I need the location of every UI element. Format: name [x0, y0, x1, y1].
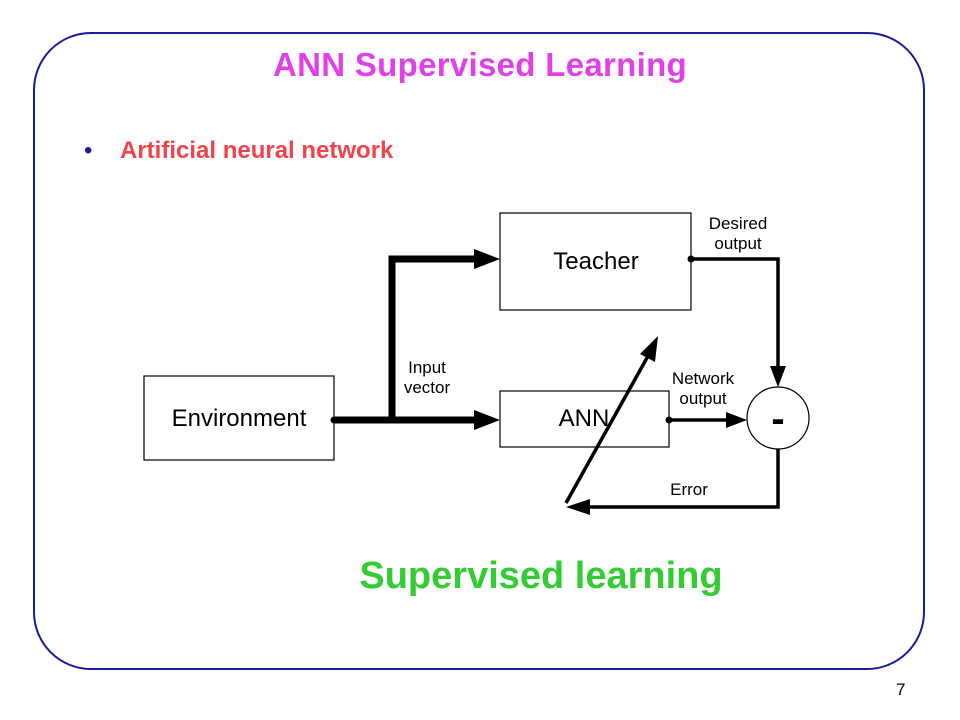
weight-adjust-arrowhead: [640, 336, 658, 362]
slide-frame: [33, 32, 925, 670]
environment-label: Environment: [172, 405, 307, 432]
error-label: Error: [670, 480, 708, 499]
page-number: 7: [896, 680, 906, 699]
desired-output-label-line1: Desired: [709, 214, 768, 233]
environment-to-ann-arrowhead: [474, 410, 500, 430]
slide-title: ANN Supervised Learning: [273, 46, 687, 83]
desired-output-line: [691, 257, 780, 368]
error-feedback-arrowhead: [566, 499, 590, 515]
input-vector-label-line1: Input: [408, 358, 446, 377]
summing-junction-symbol: -: [771, 397, 784, 441]
teacher-label: Teacher: [553, 248, 638, 275]
weight-adjust-line: [564, 355, 650, 504]
ann-label: ANN: [559, 405, 610, 432]
network-output-arrowhead: [726, 412, 747, 428]
teacher-input-arrowhead: [474, 249, 500, 269]
bullet-text: Artificial neural network: [120, 137, 394, 164]
desired-output-label-line2: output: [714, 234, 762, 253]
network-output-label-line2: output: [679, 389, 727, 408]
teacher-box: [499, 212, 692, 311]
network-output-label-line1: Network: [672, 369, 735, 388]
bullet-dot-icon: •: [84, 137, 93, 164]
desired-output-arrowhead: [770, 366, 786, 387]
diagram-caption: Supervised learning: [359, 555, 723, 597]
input-vector-label-line2: vector: [404, 378, 451, 397]
error-feedback-line: [588, 449, 780, 509]
